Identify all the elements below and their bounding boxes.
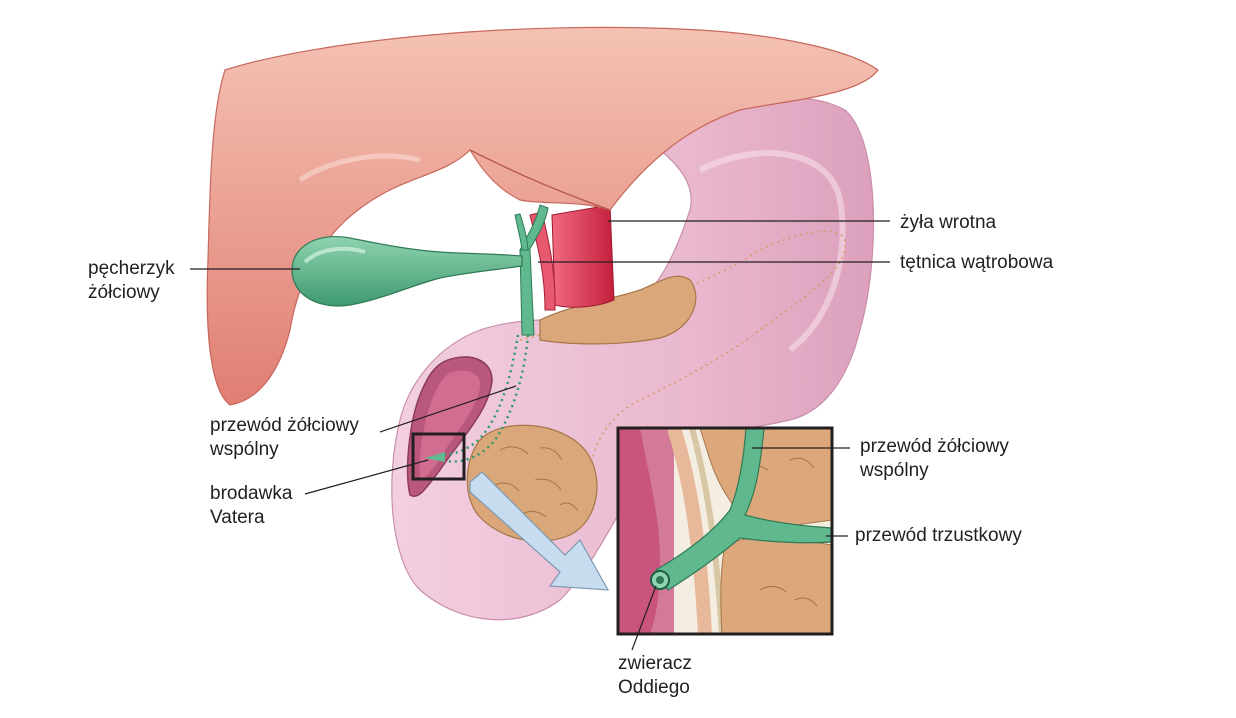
gallbladder [291,236,523,307]
label-inset-common-bile-duct: przewód żółciowy wspólny [860,436,1009,481]
label-hepatic-artery: tętnica wątrobowa [900,252,1054,273]
liver [206,26,879,406]
label-common-bile-duct: przewód żółciowy wspólny [210,415,359,460]
papilla-selection-box [411,432,466,481]
leader-papilla [304,459,429,495]
inset-panel [616,426,834,636]
label-sphincter-oddi: zwieracz Oddiego [618,653,692,698]
label-papilla-vater: brodawka Vatera [210,483,293,528]
label-pancreatic-duct: przewód trzustkowy [855,525,1022,546]
leader-sphincter [631,585,657,651]
leader-common-bile-duct [379,385,517,433]
portal-vein [551,204,615,308]
inset-common-bile-duct [655,428,832,591]
label-portal-vein: żyła wrotna [900,212,997,233]
zoom-arrow [469,471,610,591]
leader-lines [190,220,890,651]
label-gallbladder: pęcherzyk żółciowy [88,258,175,303]
biliary-tree [291,204,549,463]
